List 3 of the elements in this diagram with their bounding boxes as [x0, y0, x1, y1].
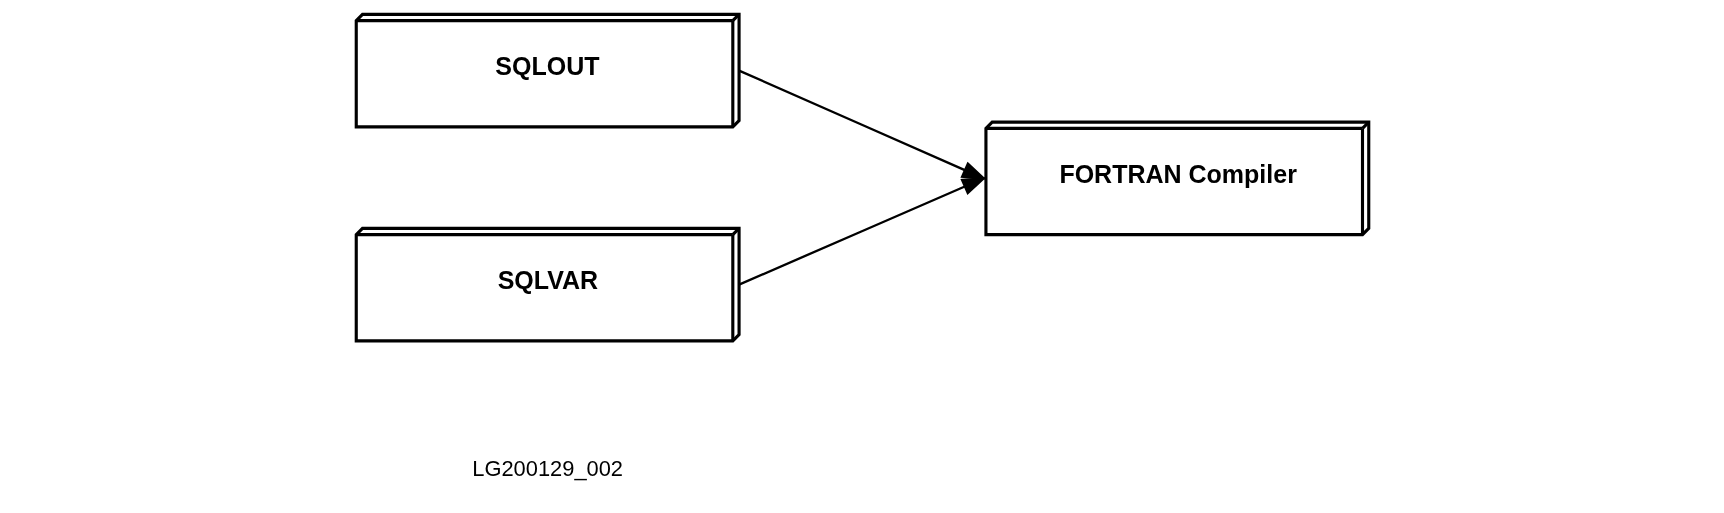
- arrow: [738, 176, 987, 286]
- arrow: [738, 69, 987, 180]
- label: LG200129_002: [471, 456, 623, 482]
